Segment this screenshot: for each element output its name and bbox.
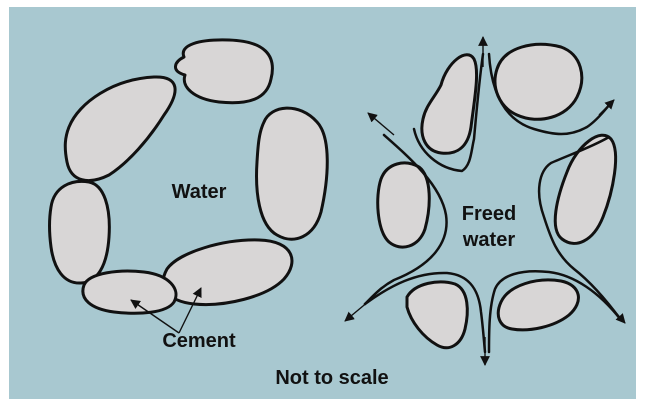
grain-bottom-left [83, 271, 176, 313]
grain-left [50, 181, 110, 283]
label-water-2: water [462, 229, 515, 251]
label-freed: Freed [462, 203, 516, 225]
diagram-panel: Water Cement Freed water Not to scale [9, 7, 636, 399]
label-water: Water [172, 181, 227, 203]
diagram-svg: Water Cement Freed water Not to scale [9, 7, 636, 399]
grain-freed-top-right [495, 44, 582, 119]
label-not-to-scale: Not to scale [275, 367, 388, 389]
grain-right [257, 108, 328, 239]
grain-freed-left [378, 163, 430, 247]
label-cement: Cement [162, 330, 236, 352]
